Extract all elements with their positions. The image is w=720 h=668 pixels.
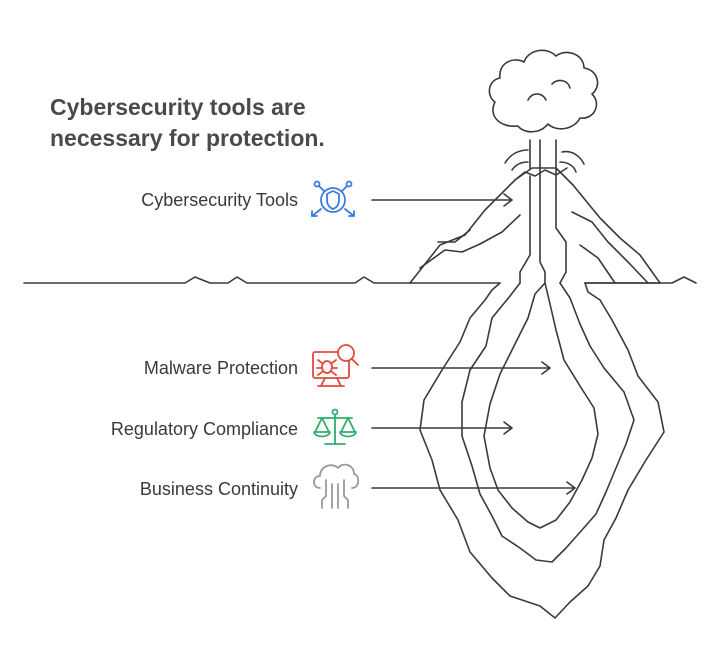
splash-right xyxy=(559,150,585,173)
eruption-cloud xyxy=(488,49,599,133)
horizon-line-right xyxy=(584,276,697,284)
label-malware-protection: Malware Protection xyxy=(143,358,298,378)
mountain-outline xyxy=(409,167,661,284)
iceberg-outer xyxy=(419,282,665,619)
mountain-ridge-left xyxy=(419,214,521,269)
label-regulatory-compliance: Regulatory Compliance xyxy=(110,419,298,439)
splash-left xyxy=(504,149,529,171)
arrow-regulatory-compliance xyxy=(371,421,513,435)
mountain-ridge-right xyxy=(571,211,649,284)
shaft-left xyxy=(519,139,531,284)
label-business-continuity: Business Continuity xyxy=(139,479,298,499)
arrow-business-continuity xyxy=(371,481,576,495)
arrow-malware-protection xyxy=(371,361,551,375)
cloud-circuit-icon xyxy=(313,463,360,509)
horizon-line xyxy=(23,276,411,284)
shield-network-icon xyxy=(311,180,355,217)
iceberg-core xyxy=(483,282,599,529)
iceberg-inner xyxy=(461,282,635,563)
crater xyxy=(514,167,568,181)
shaft-right xyxy=(555,139,567,284)
scales-icon xyxy=(313,408,357,445)
mountain-ridge-mid xyxy=(437,229,471,243)
cloud-inner xyxy=(527,79,571,101)
diagram-title: Cybersecurity tools are necessary for pr… xyxy=(50,94,325,151)
shaft-center xyxy=(539,139,546,284)
mountain-ridge-right-2 xyxy=(579,244,616,284)
arrow-cybersecurity-tools xyxy=(371,193,513,207)
label-cybersecurity-tools: Cybersecurity Tools xyxy=(141,190,298,210)
malware-scan-icon xyxy=(312,344,359,387)
